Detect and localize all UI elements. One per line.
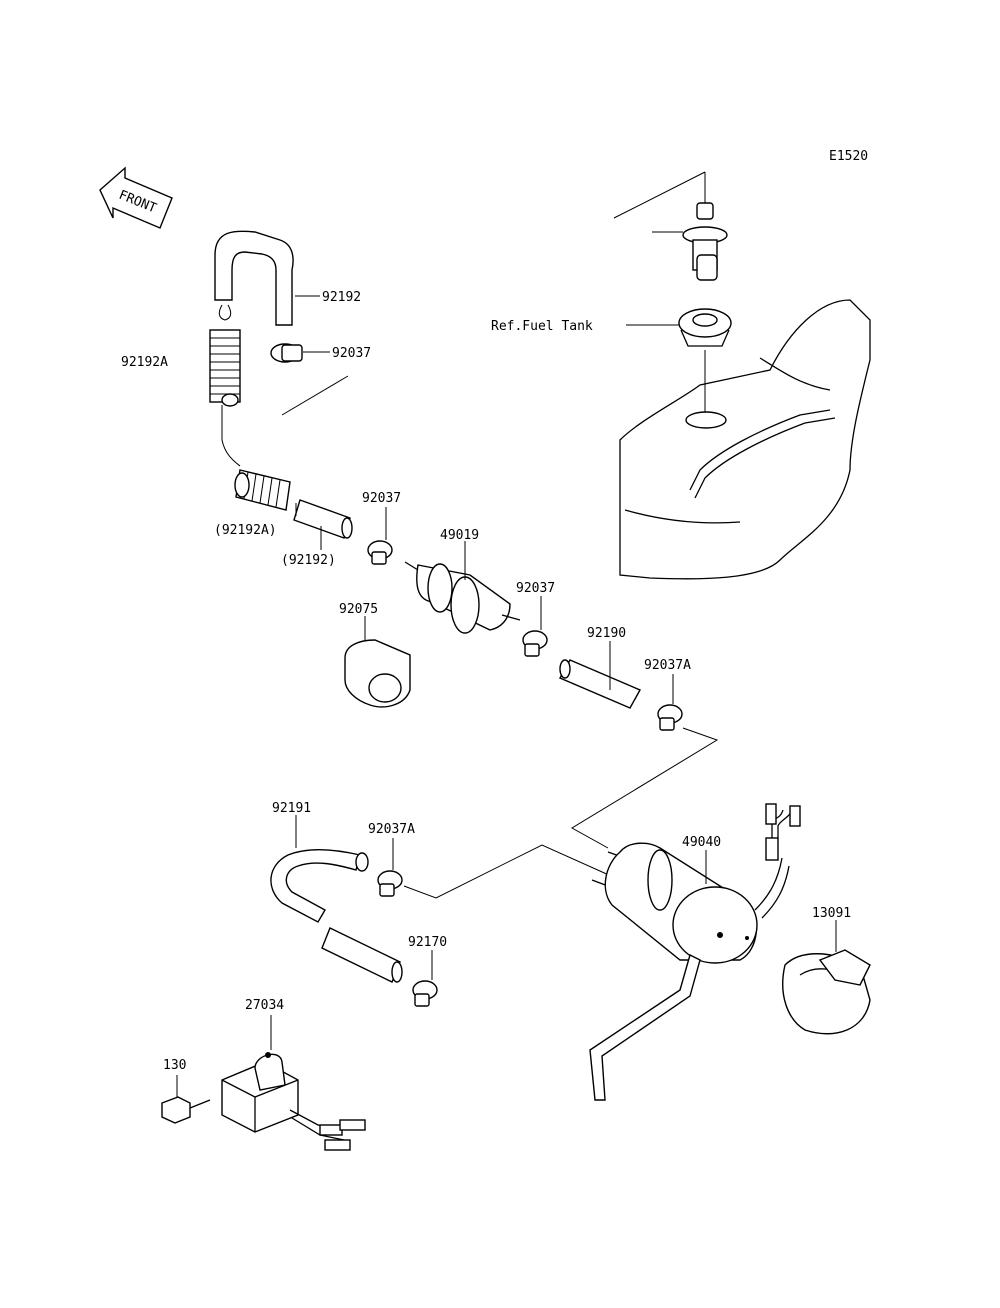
clamp-92037A-left — [377, 870, 403, 897]
clamp-92037A-right — [657, 704, 683, 731]
label-92190: 92190 — [587, 626, 626, 641]
label-92192A: 92192A — [121, 355, 168, 370]
fuel-tank — [619, 299, 871, 580]
label-92037-mid: 92037 — [362, 491, 401, 506]
front-arrow-icon: FRONT — [99, 166, 173, 229]
hose-92190 — [559, 641, 641, 709]
fuel-tank-fitting — [613, 171, 728, 281]
boot-92192A-lower — [234, 469, 291, 511]
boot-92192A-upper — [209, 329, 241, 407]
label-49019: 49019 — [440, 528, 479, 543]
hose-92191 — [270, 815, 403, 983]
hose-92192-lower — [293, 499, 353, 539]
fuel-pump-wires — [765, 803, 801, 861]
hose-92192-upper — [214, 230, 294, 326]
diagram-code: E1520 — [829, 149, 868, 164]
bolt-130 — [161, 1075, 211, 1124]
fuel-filter-49019 — [404, 561, 521, 634]
clamp-92037-top — [270, 343, 303, 363]
ref-fuel-tank-label: Ref.Fuel Tank — [491, 319, 593, 334]
label-92191: 92191 — [272, 801, 311, 816]
fuel-tank-grommet — [626, 308, 732, 412]
label-92192: 92192 — [322, 290, 361, 305]
label-92037-top: 92037 — [332, 346, 371, 361]
label-49040: 49040 — [682, 835, 721, 850]
clamp-92037-mid — [367, 540, 393, 565]
relay-27034 — [221, 1015, 366, 1151]
label-92037A-left: 92037A — [368, 822, 415, 837]
label-92037-right: 92037 — [516, 581, 555, 596]
label-130: 130 — [163, 1058, 186, 1073]
clamp-92170 — [412, 980, 438, 1007]
label-92037A-right: 92037A — [644, 658, 691, 673]
label-92075: 92075 — [339, 602, 378, 617]
label-92192-paren: (92192) — [281, 553, 336, 568]
clamp-92037-right — [522, 630, 548, 657]
label-92192A-paren: (92192A) — [214, 523, 277, 538]
strap-13091 — [782, 920, 871, 1035]
label-27034: 27034 — [245, 998, 284, 1013]
label-92170: 92170 — [408, 935, 447, 950]
label-13091: 13091 — [812, 906, 851, 921]
fuel-pump-49040 — [589, 842, 790, 1101]
band-92075 — [344, 616, 411, 708]
